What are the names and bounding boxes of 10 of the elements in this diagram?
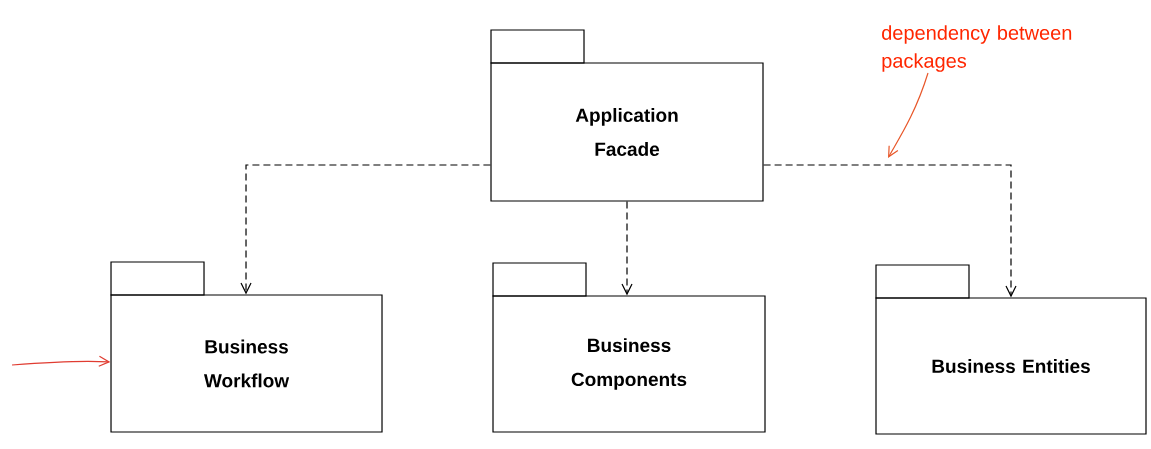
package-box: Business Entities	[875, 264, 1147, 435]
note-text: dependency between packages	[882, 25, 1072, 72]
pointer-arrow	[888, 72, 929, 158]
package-box: Application Facade	[490, 29, 764, 202]
dependency-arrow	[621, 201, 633, 296]
pointer-arrow	[11, 355, 111, 367]
dependency-arrow	[240, 164, 491, 295]
package-box: Business Workflow	[110, 261, 383, 433]
package-box: Business Components	[492, 262, 766, 433]
dependency-arrow	[763, 164, 1017, 298]
